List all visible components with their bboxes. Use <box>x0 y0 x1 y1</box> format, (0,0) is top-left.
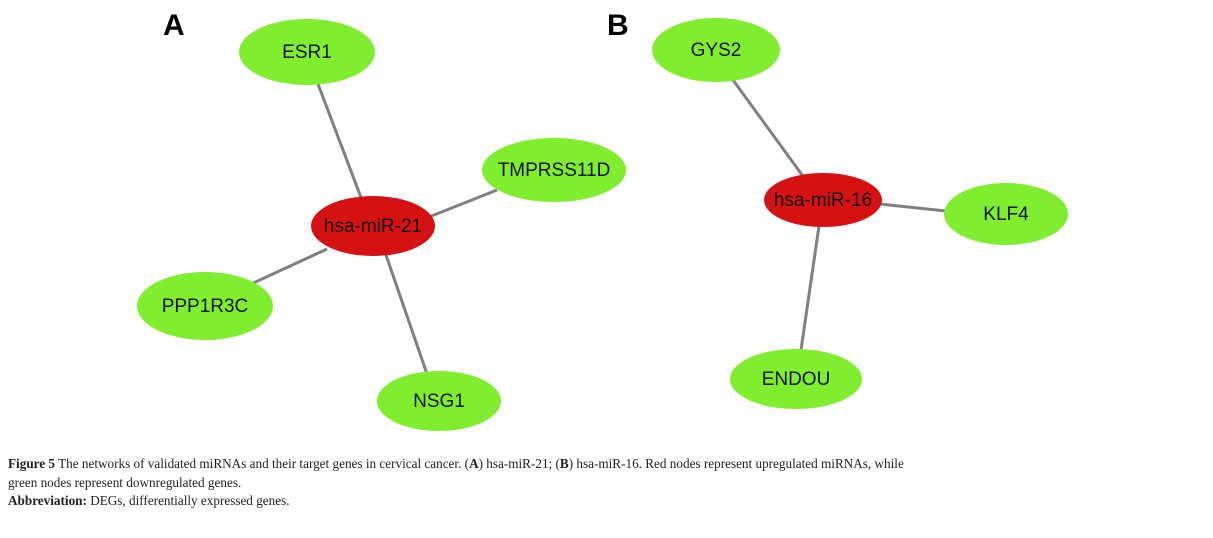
mirna-node-shape-hsa-mir-16[interactable] <box>764 173 882 227</box>
gene-node-label-ppp1r3c: PPP1R3C <box>162 296 249 317</box>
mirna-node-label-hsa-mir-21: hsa-miR-21 <box>324 216 422 237</box>
gene-node-label-endou: ENDOU <box>762 369 831 390</box>
gene-node-esr1[interactable]: ESR1 <box>239 19 375 85</box>
caption-figure-label: Figure 5 <box>8 456 56 471</box>
edge-hsa-mir-16-to-klf4 <box>879 202 947 213</box>
figure-caption: Figure 5 The networks of validated miRNA… <box>8 455 1208 511</box>
mirna-node-hsa-mir-21[interactable]: hsa-miR-21 <box>311 196 435 256</box>
abbreviation-label: Abbreviation: <box>8 493 87 508</box>
panel-letter-a: A <box>163 9 185 42</box>
gene-node-endou[interactable]: ENDOU <box>730 349 862 409</box>
gene-node-ppp1r3c[interactable]: PPP1R3C <box>137 272 273 340</box>
edge-hsa-mir-21-to-nsg1 <box>384 254 429 375</box>
edge-hsa-mir-16-to-gys2 <box>731 79 807 180</box>
gene-node-shape-ppp1r3c[interactable] <box>137 272 273 340</box>
mirna-node-label-hsa-mir-16: hsa-miR-16 <box>774 190 872 211</box>
gene-node-label-gys2: GYS2 <box>691 40 742 61</box>
caption-line-3: Abbreviation: DEGs, differentially expre… <box>8 492 1208 511</box>
gene-node-tmprss11d[interactable]: TMPRSS11D <box>482 138 626 202</box>
gene-node-shape-tmprss11d[interactable] <box>482 138 626 202</box>
caption-panel-b-ref: B <box>559 456 569 471</box>
panel-letter-b: B <box>607 9 629 42</box>
gene-node-label-klf4: KLF4 <box>983 204 1029 225</box>
mirna-node-shape-hsa-mir-21[interactable] <box>311 196 435 256</box>
gene-node-shape-klf4[interactable] <box>944 183 1068 245</box>
caption-line-1-mid2: ) hsa-miR-16. Red nodes represent upregu… <box>568 456 904 471</box>
gene-node-klf4[interactable]: KLF4 <box>944 183 1068 245</box>
gene-node-shape-esr1[interactable] <box>239 19 375 85</box>
caption-line-1-text: The networks of validated miRNAs and the… <box>55 456 470 471</box>
gene-node-nsg1[interactable]: NSG1 <box>377 371 501 431</box>
caption-line-1: Figure 5 The networks of validated miRNA… <box>8 455 1208 474</box>
gene-node-label-esr1: ESR1 <box>282 42 332 63</box>
gene-node-label-nsg1: NSG1 <box>413 391 465 412</box>
caption-line-1-mid1: ) hsa-miR-21; ( <box>478 456 560 471</box>
gene-node-shape-endou[interactable] <box>730 349 862 409</box>
gene-node-shape-gys2[interactable] <box>652 18 780 82</box>
edge-hsa-mir-21-to-tmprss11d <box>428 188 498 219</box>
edge-hsa-mir-21-to-ppp1r3c <box>248 247 328 287</box>
abbreviation-text: DEGs, differentially expressed genes. <box>86 493 290 508</box>
caption-panel-a-ref: A <box>469 456 479 471</box>
mirna-node-hsa-mir-16[interactable]: hsa-miR-16 <box>764 173 882 227</box>
gene-node-gys2[interactable]: GYS2 <box>652 18 780 82</box>
gene-node-shape-nsg1[interactable] <box>377 371 501 431</box>
caption-line-2: green nodes represent downregulated gene… <box>8 474 242 490</box>
edge-hsa-mir-21-to-esr1 <box>316 83 370 217</box>
edge-hsa-mir-16-to-endou <box>799 225 821 351</box>
gene-node-label-tmprss11d: TMPRSS11D <box>498 160 611 181</box>
